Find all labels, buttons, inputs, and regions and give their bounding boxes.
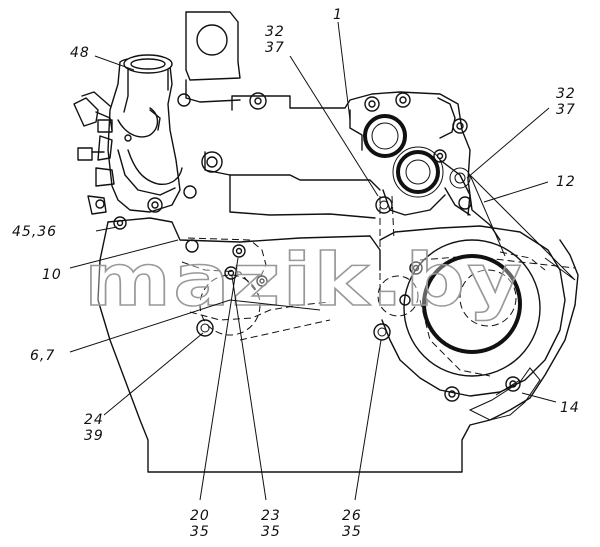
engine-block-outline (97, 217, 579, 473)
leader-14 (521, 392, 557, 403)
leader-48 (94, 55, 135, 71)
leader-26 (354, 339, 382, 501)
leader-10 (69, 239, 179, 269)
leader-lines (69, 21, 576, 501)
gear-cover (181, 195, 576, 421)
front-cover-housing (204, 91, 501, 241)
leader-45 (95, 226, 118, 232)
leader-1 (337, 21, 351, 121)
leader-32b (466, 107, 550, 179)
watermark-text: mazik.by (84, 238, 524, 322)
callout-6-7: 6,7 (30, 348, 55, 364)
leader-24 (103, 332, 204, 416)
callout-10: 10 (42, 267, 62, 283)
leader-32a (289, 55, 379, 197)
leader-23 (231, 275, 267, 501)
seal-rings (196, 114, 471, 341)
watermark: mazik.by (83, 237, 524, 323)
callout-12: 12 (556, 174, 576, 190)
leader-20 (199, 257, 239, 501)
callout-1: 1 (333, 7, 343, 23)
leader-67 (69, 299, 321, 353)
callout-14: 14 (560, 400, 580, 416)
callout-48: 48 (70, 45, 90, 61)
water-outlet-housing (107, 11, 241, 213)
callout-45-36: 45,36 (12, 224, 57, 240)
leader-12 (483, 181, 549, 203)
sensor-connector-cluster (73, 91, 115, 215)
flange-bolt-holes (113, 92, 521, 402)
